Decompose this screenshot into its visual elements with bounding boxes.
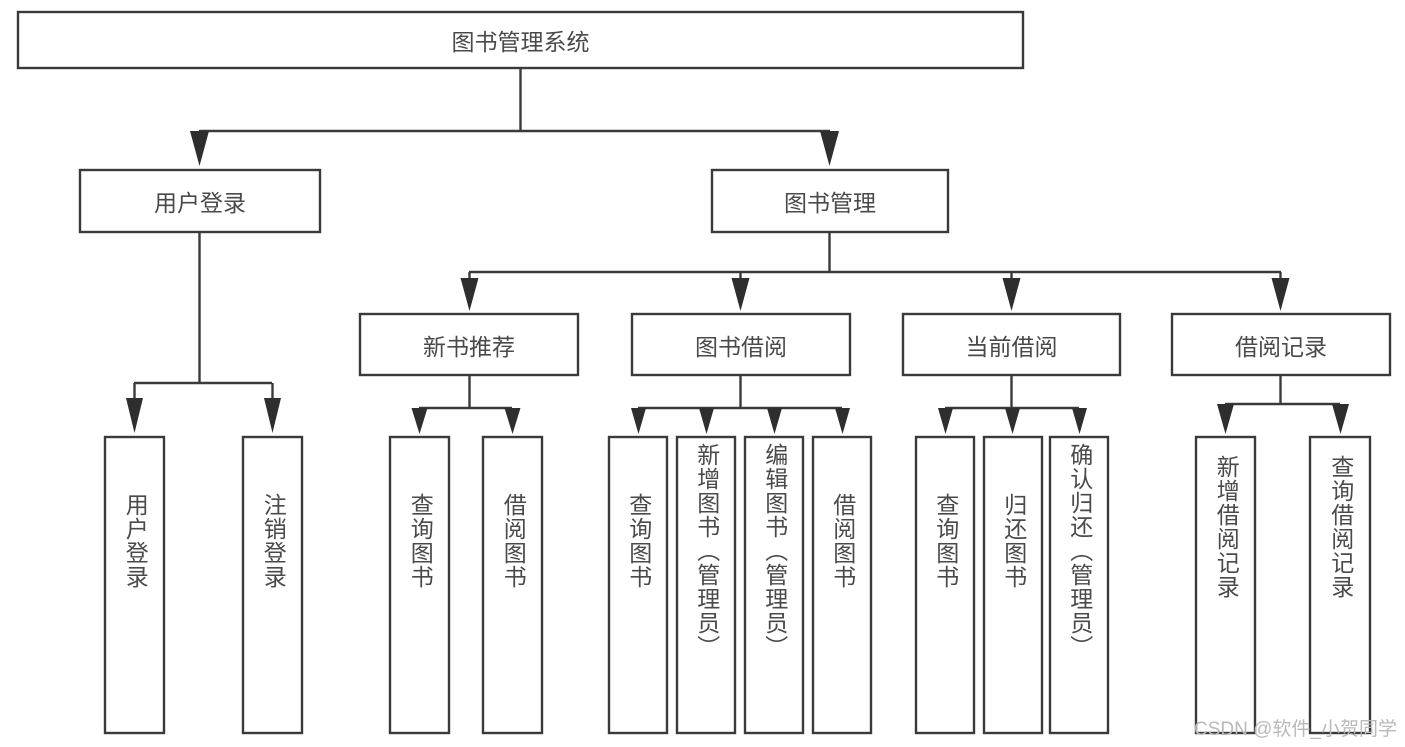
node-box-book-management[interactable] [710, 168, 950, 234]
node-box-book-borrow[interactable] [630, 312, 852, 377]
arrow-head-user-login [190, 131, 209, 166]
node-box-add-book-admin[interactable] [675, 435, 737, 735]
arrow-head-return-book [1005, 408, 1020, 434]
arrow-head-edit-book-admin [767, 408, 782, 434]
arrow-head-add-book-admin [699, 408, 714, 434]
connector-group-new-book-recommend [411, 375, 521, 434]
node-box-current-borrow[interactable] [901, 312, 1122, 377]
node-box-borrow-book-2[interactable] [811, 435, 873, 735]
node-box-query-book-2[interactable] [607, 435, 669, 735]
connector-group-root [190, 68, 839, 166]
arrow-head-borrow-book-2 [835, 408, 850, 434]
arrow-head-query-book-1 [411, 408, 428, 434]
arrow-head-book-borrow [731, 278, 750, 311]
connector-group-user-login [126, 232, 281, 433]
node-box-query-book-1[interactable] [388, 435, 451, 735]
connector-group-current-borrow [938, 375, 1087, 434]
arrow-head-borrow-records [1271, 278, 1290, 311]
arrow-head-confirm-return-admin [1072, 408, 1087, 434]
node-box-return-book[interactable] [982, 435, 1044, 735]
node-box-edit-book-admin[interactable] [743, 435, 805, 735]
node-box-query-borrow-record[interactable] [1308, 435, 1372, 735]
node-box-borrow-book-1[interactable] [481, 435, 544, 735]
node-box-query-book-3[interactable] [914, 435, 976, 735]
arrow-head-query-book-3 [938, 408, 953, 434]
arrow-head-current-borrow [1002, 278, 1021, 311]
arrow-head-query-borrow-record [1332, 404, 1349, 434]
arrow-head-new-book-recommend [460, 278, 479, 311]
arrow-head-add-borrow-record [1217, 404, 1234, 434]
node-box-add-borrow-record[interactable] [1194, 435, 1257, 735]
arrow-head-user-logout-leaf [264, 398, 281, 433]
arrow-head-borrow-book-1 [504, 408, 521, 434]
connector-group-book-management [460, 232, 1290, 311]
node-box-user-login[interactable] [78, 168, 322, 234]
connector-group-borrow-records [1217, 375, 1349, 434]
node-box-borrow-records[interactable] [1170, 312, 1392, 377]
arrow-head-query-book-2 [631, 408, 646, 434]
node-box-root[interactable] [16, 10, 1025, 70]
arrow-head-book-management [820, 131, 839, 166]
connector-group-book-borrow [631, 375, 850, 434]
node-box-user-login-leaf[interactable] [103, 435, 166, 735]
node-box-user-logout-leaf[interactable] [241, 435, 304, 735]
node-box-new-book-recommend[interactable] [358, 312, 580, 377]
node-box-confirm-return-admin[interactable] [1048, 435, 1110, 735]
arrow-head-user-login-leaf [126, 398, 143, 433]
